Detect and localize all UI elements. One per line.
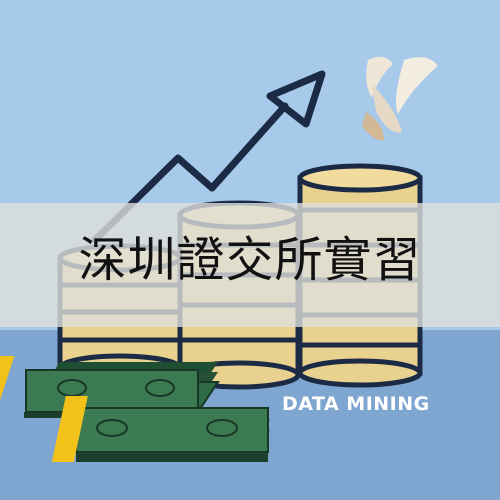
logo-mark [362, 56, 438, 141]
title-banner [0, 203, 500, 327]
banknote-bundle-icon [51, 396, 270, 462]
caption-label: DATA MINING [282, 393, 430, 415]
poster-title: 深圳證交所實習 [78, 232, 422, 288]
rising-arrow-icon [91, 70, 326, 244]
